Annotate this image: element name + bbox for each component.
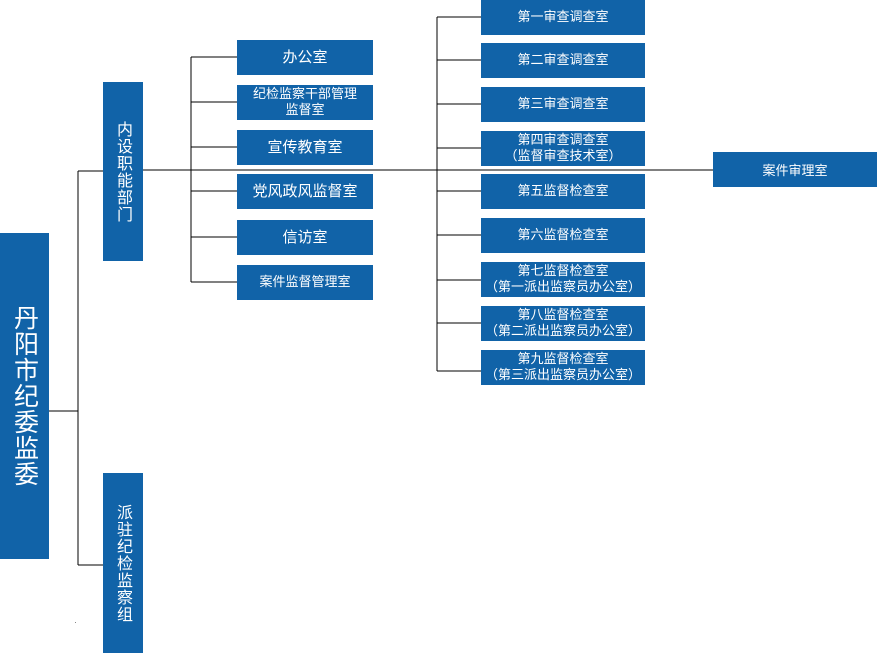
office-3: 第三审查调查室: [481, 87, 645, 122]
office-2: 第二审查调查室: [481, 43, 645, 78]
office-1: 第一审查调查室: [481, 0, 645, 35]
final-node-case-review: 案件审理室: [713, 152, 877, 187]
dept-cadre-management: 纪检监察干部管理监督室: [237, 85, 373, 120]
office-5: 第五监督检查室: [481, 174, 645, 209]
office-9: 第九监督检查室（第三派出监察员办公室）: [481, 350, 645, 385]
branch-dispatched-groups: 派驻纪检监察组: [103, 473, 143, 653]
dept-case-supervision: 案件监督管理室: [237, 265, 373, 300]
office-6: 第六监督检查室: [481, 218, 645, 253]
office-4: 第四审查调查室（监督审查技术室）: [481, 131, 645, 166]
stray-dot: [75, 622, 76, 623]
dept-style-supervision: 党风政风监督室: [237, 174, 373, 209]
dept-petition-office: 信访室: [237, 220, 373, 255]
dept-general-office: 办公室: [237, 40, 373, 75]
dept-publicity-education: 宣传教育室: [237, 130, 373, 165]
office-8: 第八监督检查室（第二派出监察员办公室）: [481, 306, 645, 341]
branch-internal-departments: 内设职能部门: [103, 82, 143, 261]
office-7: 第七监督检查室（第一派出监察员办公室）: [481, 262, 645, 297]
root-node: 丹阳市纪委监委: [0, 233, 49, 559]
